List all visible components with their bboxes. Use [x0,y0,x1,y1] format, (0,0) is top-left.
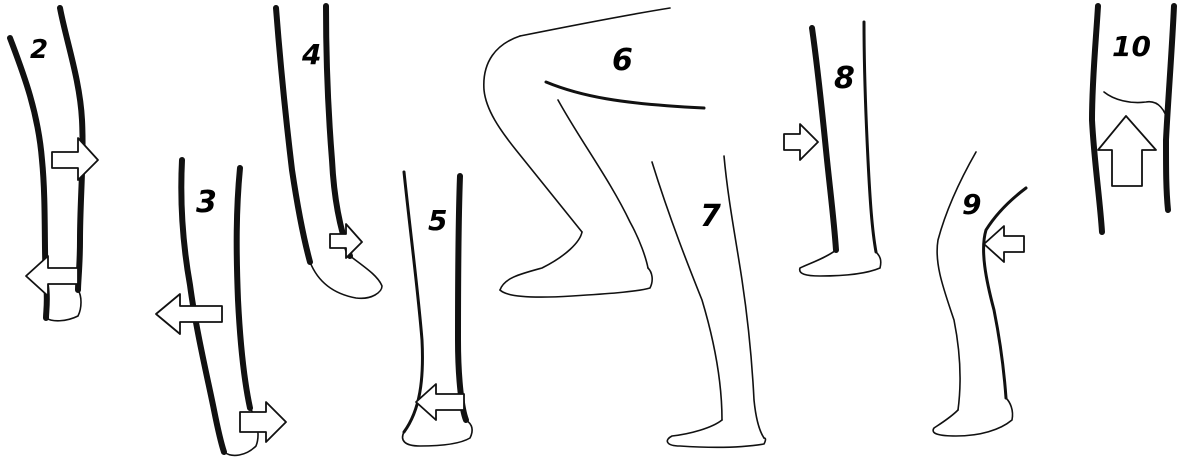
leg-8-outline-right [864,22,876,252]
leg-4-figure: 4 [276,6,382,298]
leg-4-arrow [330,224,362,258]
leg-6-knee-front [484,36,582,232]
leg-10-number: 10 [1112,30,1151,63]
leg-2-arrow-lower [26,256,78,296]
leg-6-thigh-bottom [546,82,704,108]
leg-10-outline-right [1166,6,1174,210]
leg-9-number: 9 [962,188,981,221]
leg-4-foot [310,256,382,298]
leg-2-foot [46,290,81,321]
leg-5-arrow [416,384,464,420]
leg-10-figure: 10 [1092,6,1174,232]
leg-2-figure: 2 [10,8,98,321]
leg-9-foot [933,398,1012,436]
leg-5-figure: 5 [403,172,473,446]
leg-7-figure: 7 [652,156,766,447]
leg-8-number: 8 [834,61,855,96]
leg-4-number: 4 [301,38,321,71]
leg-6-number: 6 [612,43,633,78]
leg-3-arrow-lower [240,402,286,442]
leg-2-arrow-upper [52,138,98,180]
leg-6-shin [500,232,582,290]
leg-8-arrow [784,124,818,160]
leg-8-figure: 8 [784,22,881,276]
leg-9-thigh-back [984,188,1026,398]
leg-7-outline-right [724,156,764,438]
leg-5-number: 5 [428,204,447,237]
leg-3-outline-right [237,168,250,408]
leg-9-figure: 9 [933,152,1026,436]
leg-6-figure: 6 [484,8,704,297]
leg-10-outline-left [1092,6,1102,232]
leg-7-number: 7 [700,199,721,234]
leg-10-kneecap [1104,92,1168,124]
leg-5-outline-right [458,176,466,420]
leg-6-foot [500,268,652,297]
leg-6-thigh-top [520,8,670,36]
leg-5-outline-left [404,172,422,432]
leg-2-number: 2 [30,35,48,65]
leg-3-figure: 3 [156,160,286,455]
leg-9-arrow [984,226,1024,262]
leg-5-foot [403,420,473,446]
leg-3-arrow-upper [156,294,222,334]
leg-7-foot [667,420,765,447]
leg-8-foot [800,250,881,276]
leg-4-outline-right [326,6,350,256]
leg-3-number: 3 [196,185,217,220]
leg-10-arrow [1098,116,1156,186]
leg-6-calf [558,100,648,268]
